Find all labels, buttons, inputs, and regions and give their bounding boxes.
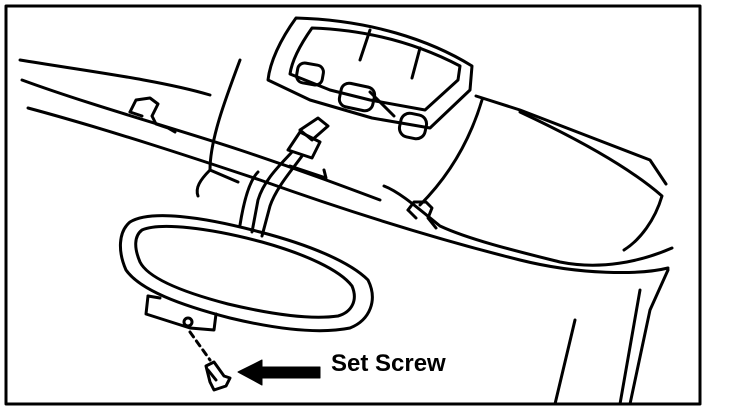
set-screw-icon [204, 360, 232, 392]
mirror-bracket [144, 294, 218, 332]
console-button-right [397, 111, 429, 141]
set-screw-label: Set Screw [331, 350, 446, 377]
console-side-panel [195, 58, 668, 252]
rearview-mirror [119, 214, 374, 333]
console-button-left [295, 61, 325, 87]
screw-hole [182, 316, 194, 328]
mirror-glass [134, 224, 356, 319]
mirror-outer-frame [119, 214, 374, 333]
console-button-center [337, 81, 377, 113]
windshield-headliner-edge [18, 58, 670, 275]
mirror-stem [238, 116, 330, 238]
overhead-console [266, 16, 474, 141]
windshield-lower-edges [553, 268, 670, 406]
screw-guide-line [188, 330, 212, 362]
visor-clip-left [128, 96, 177, 134]
callout-arrow [237, 359, 321, 386]
figure-frame [4, 4, 702, 406]
visor-clip-right [382, 184, 674, 267]
